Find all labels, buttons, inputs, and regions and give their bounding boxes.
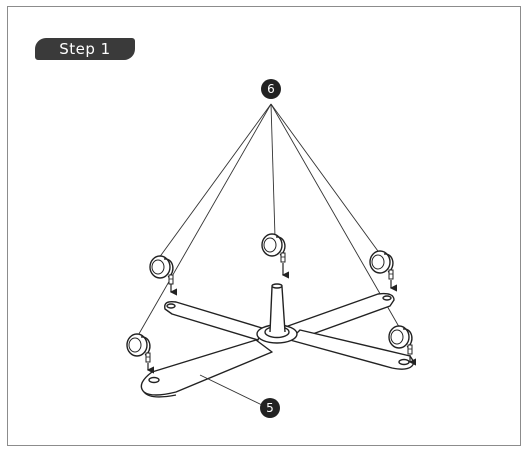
star-base-icon xyxy=(141,284,414,397)
callout-base: 5 xyxy=(260,398,280,418)
callout-leader-base xyxy=(200,375,262,405)
svg-text:5: 5 xyxy=(266,401,274,415)
callout-casters: 6 xyxy=(261,79,281,99)
svg-text:6: 6 xyxy=(267,82,275,96)
